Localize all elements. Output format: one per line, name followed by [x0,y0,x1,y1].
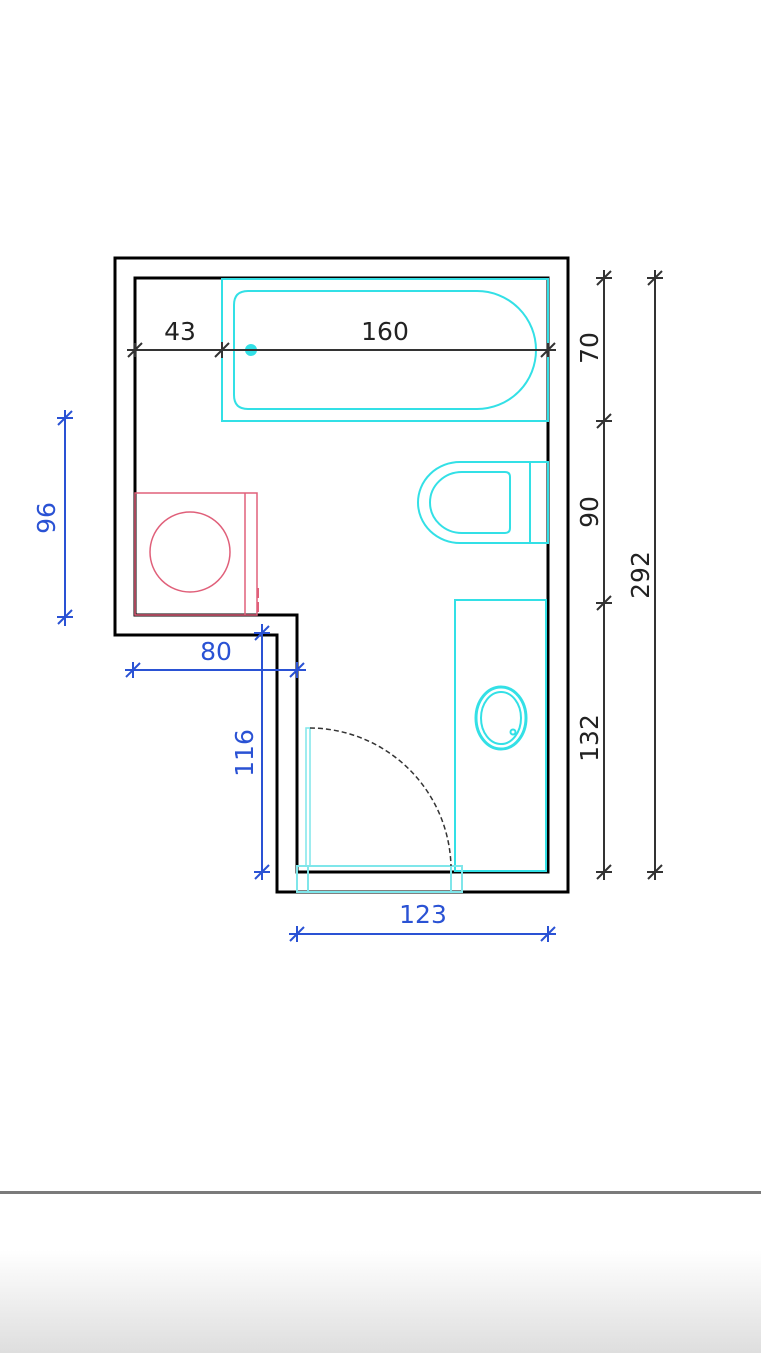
door-swing-arc [309,727,452,867]
dim-entrance-width: 123 [399,900,447,929]
toilet [417,461,549,544]
vanity [454,599,547,872]
walls [113,256,570,894]
dim-washer-zone: 96 [32,502,61,534]
door [296,727,463,893]
dim-bathtub-depth: 70 [575,332,604,364]
dim-vanity-zone: 132 [575,714,604,762]
dim-bathtub: 160 [361,317,409,346]
dim-recess-width: 80 [200,637,232,666]
dim-total-length: 292 [626,551,655,599]
dim-toilet-zone: 90 [575,496,604,528]
dimension-lines-black [127,270,663,880]
dim-recess-depth: 116 [230,729,259,777]
outer-wall [113,256,570,894]
door-leaf [305,727,311,867]
washing-machine [134,492,259,616]
bottom-toolbar-area [0,1194,761,1353]
inner-wall [133,276,550,874]
dim-left-gap: 43 [164,317,196,346]
divider [0,1191,761,1194]
dimension-lines-blue [57,410,556,942]
